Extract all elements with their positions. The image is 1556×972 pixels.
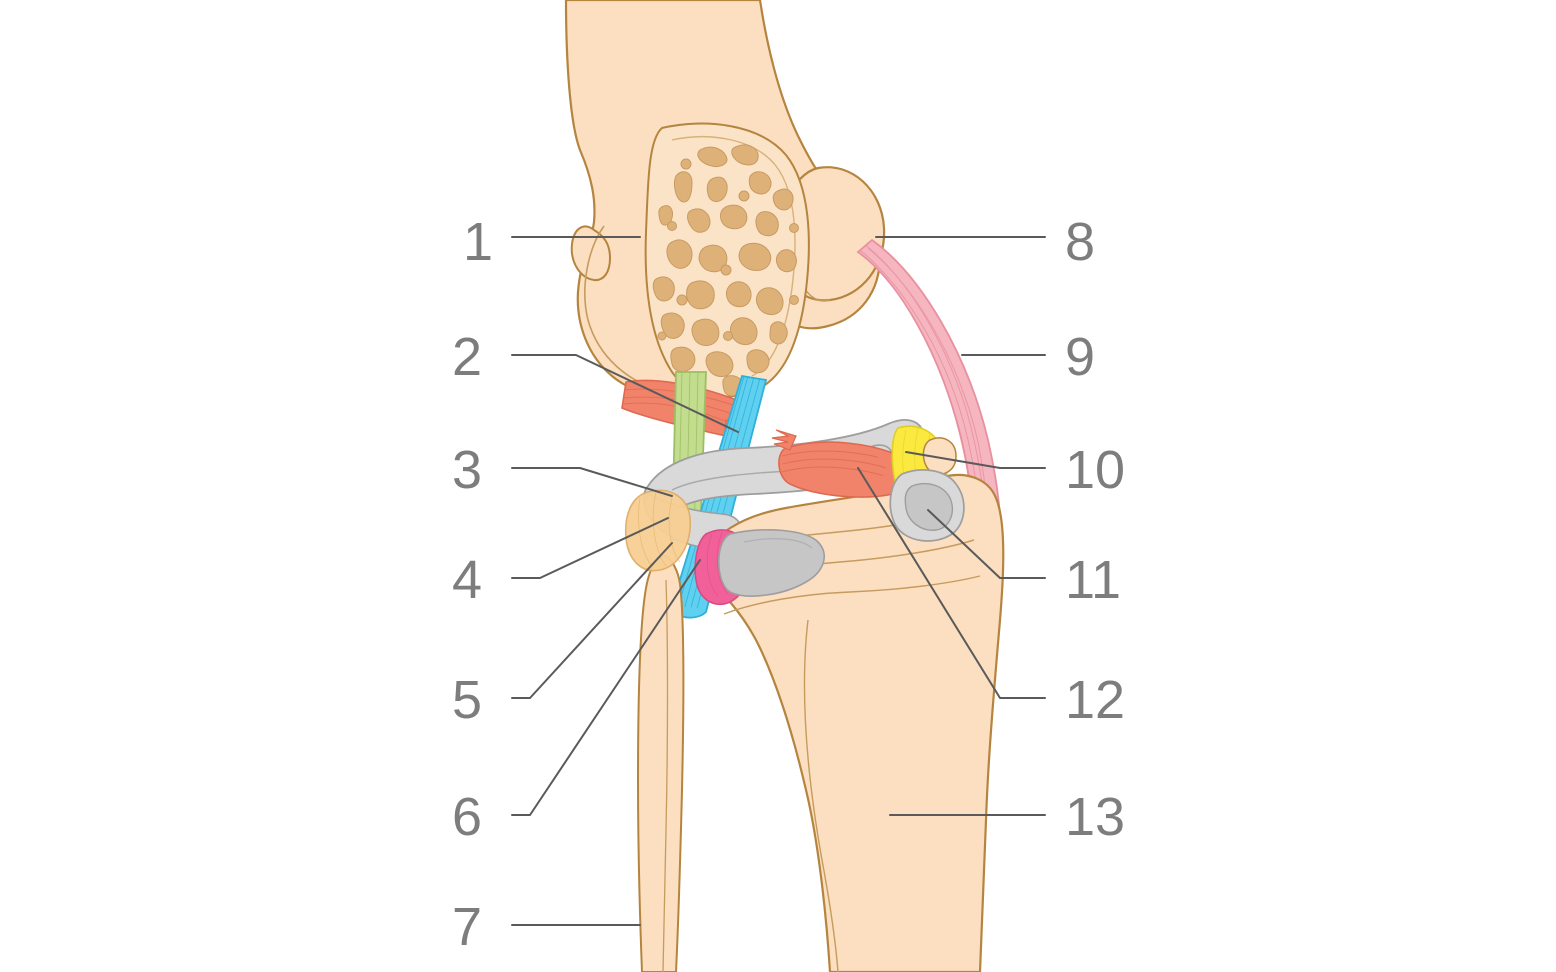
leader-lines <box>511 236 1046 926</box>
leader-line-5 <box>511 542 673 699</box>
medial-tibial-cartilage <box>718 529 826 597</box>
label-3: 3 <box>452 440 483 500</box>
medial-bursa <box>624 489 691 572</box>
fibula-inner-line <box>662 579 669 972</box>
leader-line-10 <box>905 451 1046 469</box>
tibia-plateau-line-3 <box>723 575 981 615</box>
label-1: 1 <box>463 212 494 272</box>
coral-lower-frayed-end <box>771 429 797 451</box>
medial-meniscus <box>694 529 826 606</box>
label-9: 9 <box>1065 327 1096 387</box>
leader-line-12 <box>857 467 1046 699</box>
leader-line-2 <box>511 354 739 433</box>
leader-line-6 <box>511 559 701 816</box>
tibia-shaft-line <box>803 619 839 972</box>
lateral-tubercle <box>922 437 957 475</box>
label-11: 11 <box>1065 550 1122 610</box>
lateral-meniscus <box>889 469 965 542</box>
label-4: 4 <box>452 550 483 610</box>
transverse-ligament <box>771 429 918 498</box>
label-10: 10 <box>1065 440 1126 500</box>
label-13: 13 <box>1065 787 1126 847</box>
medial-cartilage-line <box>743 538 813 549</box>
fibula-shaft <box>636 554 685 972</box>
leader-line-11 <box>927 509 1046 579</box>
trabecular-bone <box>652 144 799 397</box>
leader-line-3 <box>511 467 673 497</box>
lateral-cartilage-inner <box>904 482 954 531</box>
label-8: 8 <box>1065 212 1096 272</box>
condyle-contour <box>584 225 669 393</box>
label-6: 6 <box>452 787 483 847</box>
label-12: 12 <box>1065 670 1126 730</box>
label-5: 5 <box>452 670 483 730</box>
label-7: 7 <box>452 897 483 957</box>
label-2: 2 <box>452 327 483 387</box>
fibula <box>636 554 685 972</box>
leader-line-4 <box>511 517 669 579</box>
femur <box>564 0 886 398</box>
